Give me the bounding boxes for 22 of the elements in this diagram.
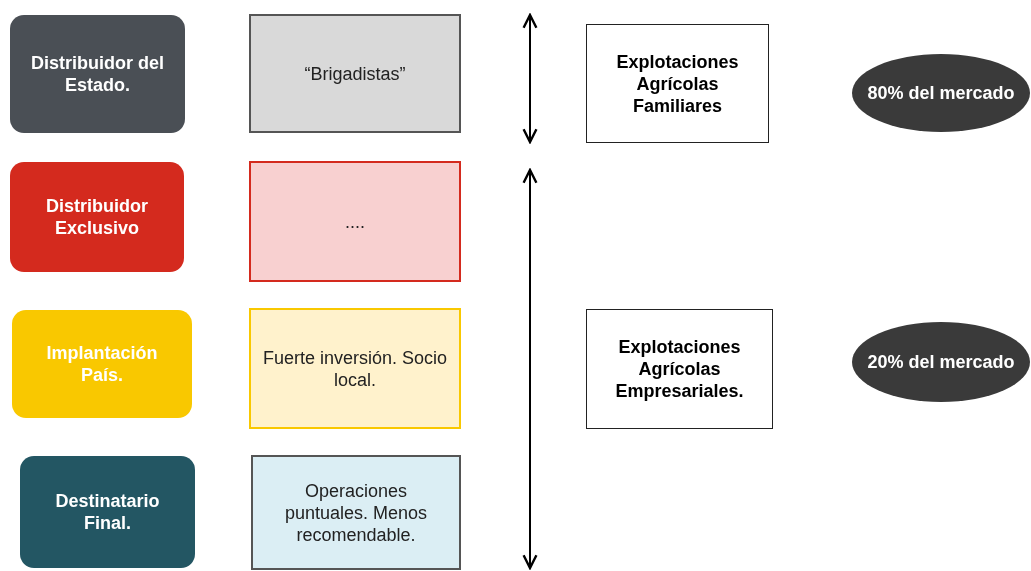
- category-label: Implantación País.: [45, 342, 159, 386]
- category-box: [20, 456, 195, 568]
- example-box: [249, 14, 461, 133]
- box-text: Fuerte inversión. Socio local.: [261, 346, 449, 391]
- box-text: Operaciones puntuales. Menos recomendable.: [283, 479, 429, 546]
- example-box: [249, 161, 461, 282]
- category-box: [10, 15, 185, 133]
- category-label: Distribuidor del Estado.: [30, 52, 165, 96]
- category-box: [10, 162, 184, 272]
- segment-box: [586, 309, 773, 429]
- example-box: [249, 308, 461, 429]
- box-text: Explotaciones Agrícolas Empresariales.: [614, 336, 745, 402]
- box-text: ....: [345, 210, 365, 233]
- share-label: 20% del mercado: [867, 351, 1015, 373]
- category-label: Distribuidor Exclusivo: [45, 195, 149, 239]
- segment-box: [586, 24, 769, 143]
- box-text: Explotaciones Agrícolas Familiares: [615, 50, 740, 117]
- box-text: “Brigadistas”: [304, 62, 406, 85]
- share-label: 80% del mercado: [867, 82, 1015, 104]
- category-label: Destinatario Final.: [54, 490, 161, 534]
- example-box: [251, 455, 461, 570]
- category-box: [12, 310, 192, 418]
